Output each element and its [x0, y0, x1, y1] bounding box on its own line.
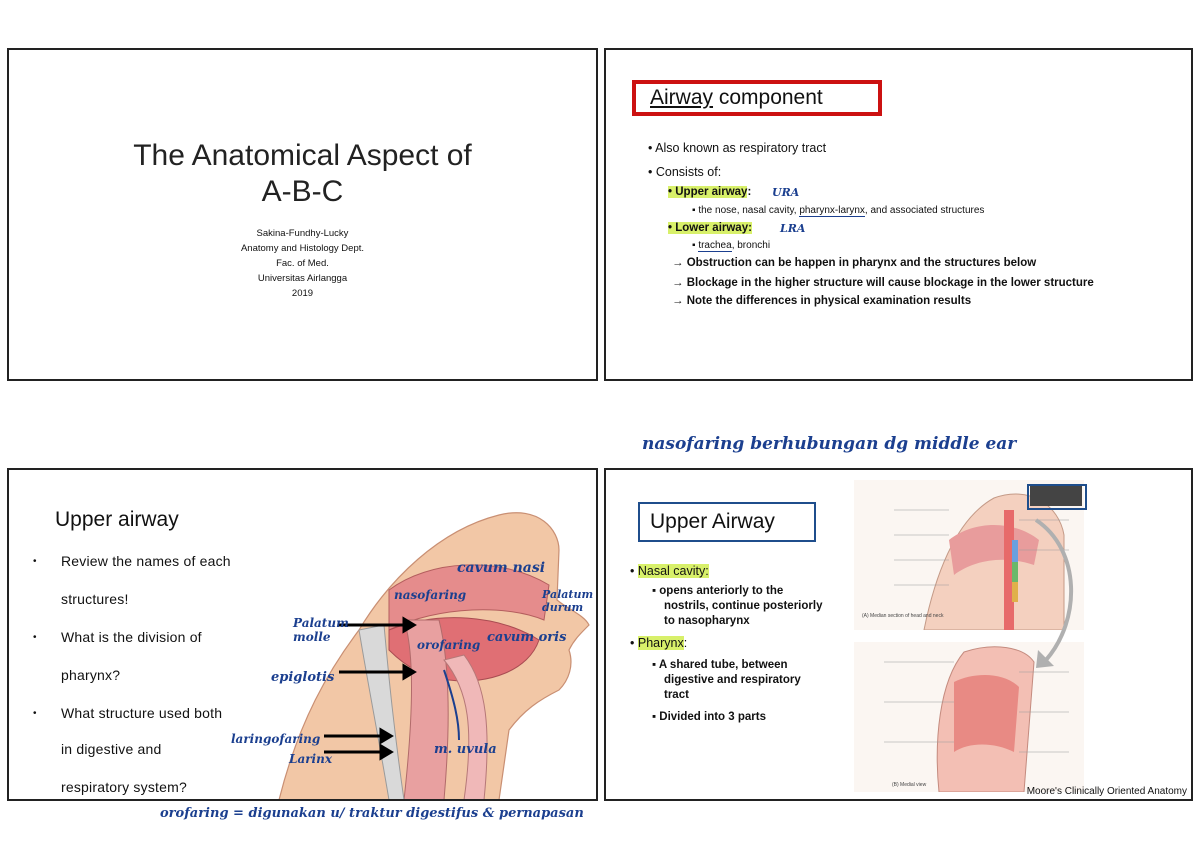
slide-upper-airway-detail: Upper Airway • Nasal cavity: ▪ opens ant…: [604, 468, 1193, 801]
note-orofaring: orofaring: [417, 638, 481, 652]
figure-medial-view-illustration: [854, 642, 1084, 792]
pharynx-colon: :: [683, 636, 688, 650]
slide-upper-airway-review: Upper airway • • • Review the names of e…: [7, 468, 598, 801]
desc-line: digestive and respiratory: [664, 674, 801, 686]
desc-underlined: pharynx-larynx: [799, 205, 865, 217]
desc-line: to nasopharynx: [664, 615, 750, 627]
arrow-head: [402, 616, 417, 634]
review-line-3: What is the division of: [61, 629, 202, 645]
bullet-text: Consists of:: [655, 165, 722, 179]
authors: Sakina-Fundhy-Lucky: [256, 228, 349, 239]
pharynx-heading: • Pharynx:: [630, 636, 688, 650]
slide-heading: Upper airway: [55, 508, 179, 531]
desc-line: Divided into 3 parts: [659, 711, 766, 723]
annotation-arrows: [324, 616, 460, 761]
curved-arrow-icon: [1034, 518, 1073, 668]
slide-heading: Airway component: [650, 86, 823, 110]
note-larinx: Larinx: [289, 752, 332, 766]
lower-airway-desc: ▪ trachea, bronchi: [692, 240, 771, 252]
faculty: Fac. of Med.: [276, 258, 329, 269]
arrow-note-2: → Blockage in the higher structure will …: [672, 277, 1094, 289]
nasal-cavity-desc: ▪ opens anteriorly to the nostrils, cont…: [652, 584, 822, 629]
desc-line: A shared tube, between: [658, 659, 788, 671]
year: 2019: [291, 288, 314, 299]
title-box: Upper Airway: [638, 502, 816, 542]
upper-airway-item: • Upper airway:: [668, 186, 752, 198]
slide-title-heading: The Anatomical Aspect of A-B-C: [9, 138, 596, 210]
upper-airway-desc: ▪ the nose, nasal cavity, pharynx-larynx…: [692, 205, 985, 217]
handwritten-note-top: nasofaring berhubungan dg middle ear: [642, 434, 1017, 454]
bullet-also-known: • Also known as respiratory tract: [648, 141, 827, 155]
bullet-dot: •: [33, 632, 37, 643]
pharynx-label: Pharynx: [637, 636, 684, 650]
desc-part: the nose, nasal cavity,: [698, 205, 800, 216]
nasal-cavity-heading: • Nasal cavity:: [630, 564, 709, 578]
slide-title: The Anatomical Aspect of A-B-C Sakina-Fu…: [7, 48, 598, 381]
upper-airway-label: Upper airway: [675, 186, 748, 198]
note-laringofaring: laringofaring: [231, 732, 321, 746]
note-m-uvula: m. uvula: [434, 742, 497, 757]
slide-airway-component: Airway component • Also known as respira…: [604, 48, 1193, 381]
desc-part: , and associated structures: [864, 205, 985, 216]
figure-b-caption: (B) Medial view: [892, 782, 927, 788]
department: Anatomy and Histology Dept.: [240, 243, 365, 254]
arrow-head: [379, 743, 394, 761]
bullet-dot: •: [33, 708, 37, 719]
lower-airway-label: Lower airway:: [675, 222, 752, 234]
slide-heading: Upper Airway: [650, 510, 775, 533]
uvula-pointer: [443, 669, 460, 741]
title-line-2: A-B-C: [261, 175, 344, 208]
note-cavum-oris: cavum oris: [487, 630, 567, 645]
desc-line: opens anteriorly to the: [659, 585, 784, 597]
heading-rest: component: [713, 86, 823, 109]
lower-airway-item: • Lower airway:: [668, 222, 752, 234]
source-caption: Moore's Clinically Oriented Anatomy: [1026, 786, 1187, 797]
handwritten-note-bottom: orofaring = digunakan u/ traktur digesti…: [160, 806, 584, 821]
heading-bold: Airway: [650, 86, 714, 109]
desc-row: ▪ A shared tube, between: [652, 659, 788, 671]
note-epiglotis: epiglotis: [271, 670, 335, 685]
legend-highlight-box: [1027, 484, 1087, 510]
note-cavum-nasi: cavum nasi: [457, 560, 546, 576]
slide-title-credits: Sakina-Fundhy-Lucky Anatomy and Histolog…: [9, 226, 596, 301]
arrow-head: [379, 727, 394, 745]
note-nasofaring: nasofaring: [394, 588, 467, 602]
title-highlight-box: [632, 80, 882, 116]
head-neck-sagittal-illustration: [278, 512, 590, 799]
bullet-dot: •: [33, 556, 37, 567]
review-line-1: Review the names of each: [61, 553, 231, 569]
handwritten-ura: URA: [772, 186, 800, 199]
figure-a-caption: (A) Median section of head and neck: [862, 613, 944, 619]
review-line-5: What structure used both: [61, 705, 223, 721]
review-line-2: structures!: [61, 591, 129, 607]
review-line-7: respiratory system?: [61, 779, 187, 795]
desc-line: nostrils, continue posteriorly: [664, 600, 823, 612]
pharynx-parts-legend: [1030, 484, 1082, 506]
note-palatum-molle: Palatum molle: [293, 616, 349, 644]
university: Universitas Airlangga: [257, 273, 348, 284]
desc-line: tract: [664, 689, 689, 701]
title-line-1: The Anatomical Aspect of: [133, 139, 472, 172]
pharynx-desc-1: ▪ A shared tube, between digestive and r…: [652, 658, 801, 703]
note-palatum-durum: Palatum durum: [542, 588, 594, 614]
pharynx-desc-2: ▪ Divided into 3 parts: [652, 711, 766, 723]
arrow-head: [402, 663, 417, 681]
arrow-note-1: → Obstruction can be happen in pharynx a…: [672, 257, 1037, 269]
desc-row: ▪ opens anteriorly to the: [652, 585, 784, 597]
review-line-6: in digestive and: [61, 741, 162, 757]
review-line-4: pharynx?: [61, 667, 121, 683]
arrow-note-3: → Note the differences in physical exami…: [672, 295, 972, 307]
desc-underlined: trachea: [698, 240, 732, 252]
bullet-consists: • Consists of:: [648, 165, 722, 179]
bullet-text: Also known as respiratory tract: [655, 141, 827, 155]
nasal-cavity-label: Nasal cavity:: [637, 564, 709, 578]
handwritten-lra: LRA: [780, 222, 806, 235]
desc-part: , bronchi: [731, 240, 771, 251]
